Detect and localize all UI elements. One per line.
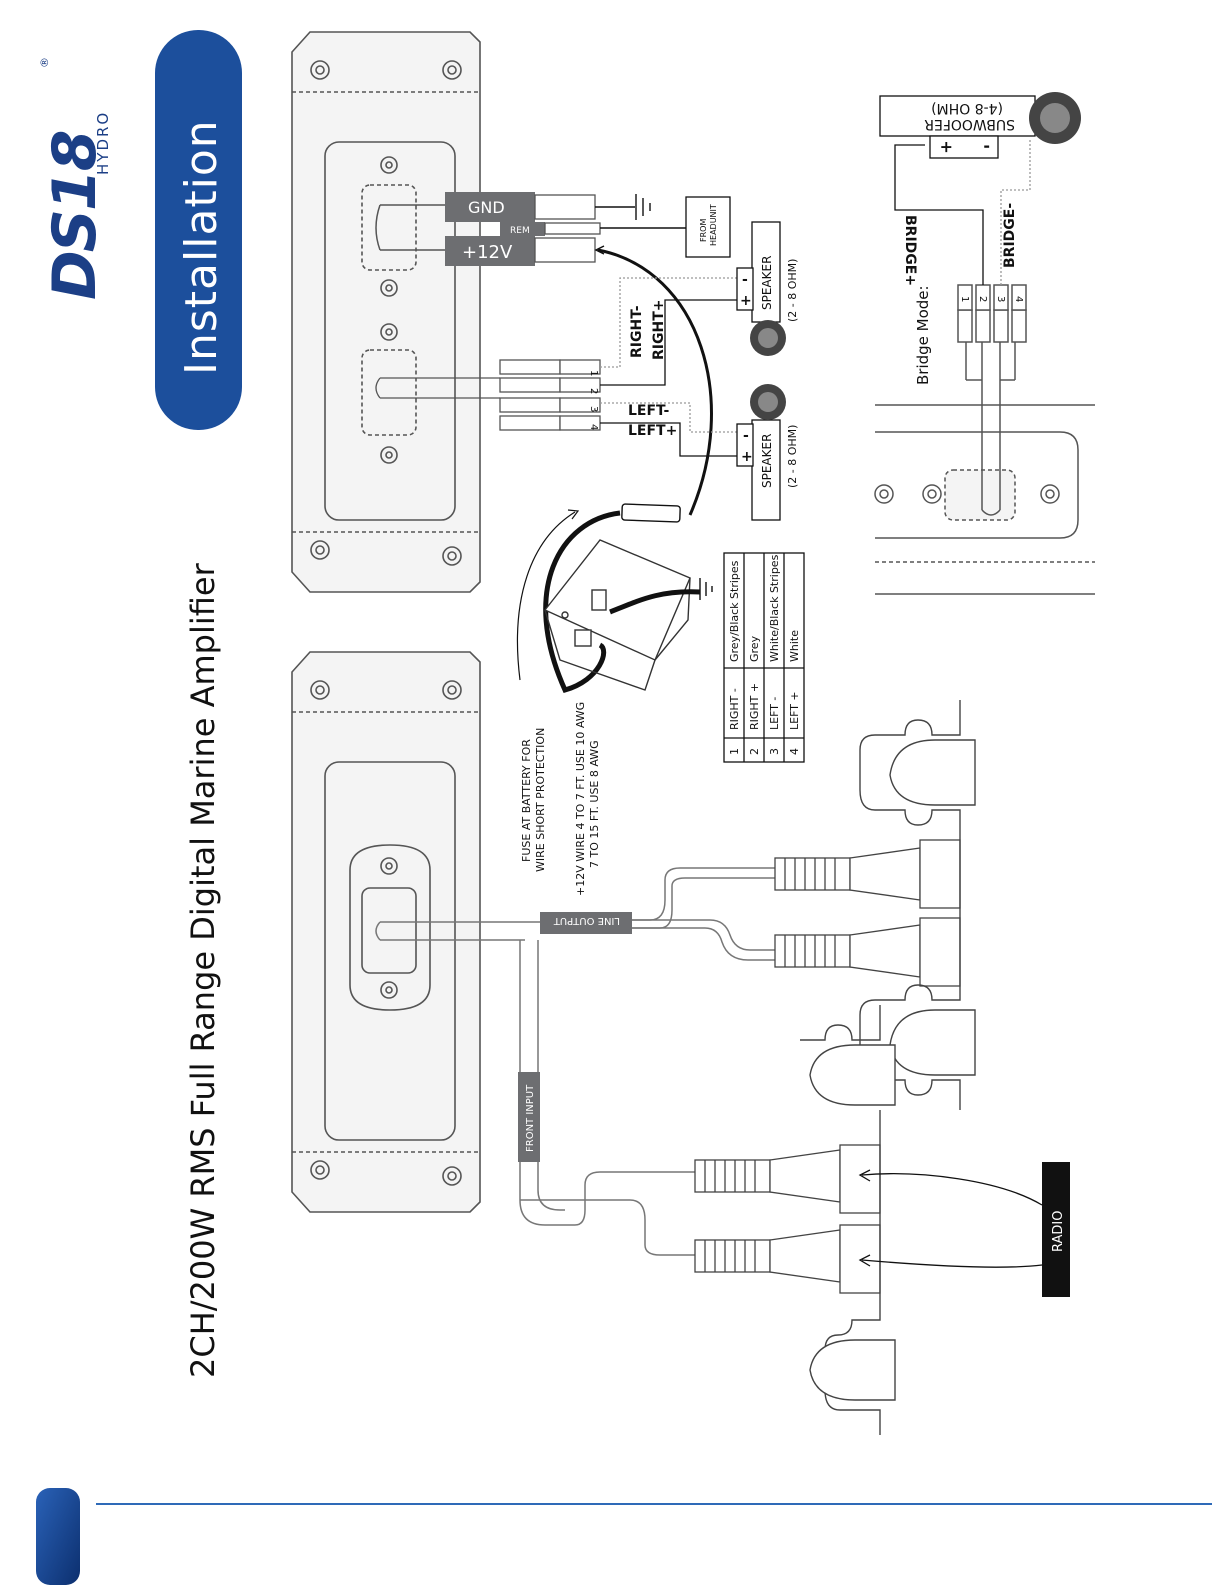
- rca-ribs: [704, 858, 836, 1272]
- left-speaker-ohm: (2 - 8 OHM): [786, 425, 799, 488]
- wire-note-1: +12V WIRE 4 TO 7 FT. USE 10 AWG: [574, 702, 587, 896]
- table-ch-2: RIGHT +: [748, 683, 761, 730]
- subwoofer-ohm: (4-8 OHM): [931, 100, 1003, 116]
- radio-box: [1042, 1162, 1070, 1297]
- amplifier-input-end: [291, 651, 481, 1213]
- amplifier-power-end: [291, 31, 481, 593]
- rem-terminal: [500, 222, 545, 236]
- headunit-box: [685, 196, 731, 258]
- subwoofer-plus: +: [940, 138, 953, 157]
- fuse-arrow: [516, 511, 576, 681]
- front-input-label-box: [518, 1072, 540, 1162]
- left-plus-label: LEFT+: [628, 423, 677, 439]
- bridge-terminal-2: 2: [977, 296, 988, 302]
- rca-jack-panel-upper: [859, 700, 976, 1110]
- battery: [543, 539, 691, 691]
- left-speaker-minus: -: [743, 428, 749, 444]
- logo-registered: ®: [38, 57, 51, 68]
- radio-arrows: [858, 1169, 1043, 1268]
- speaker-right: [736, 221, 786, 356]
- terminal-2: 2: [588, 388, 599, 394]
- table-ch-4: LEFT +: [788, 691, 801, 730]
- speaker-output-plugs: [375, 359, 601, 431]
- terminal-4: 4: [588, 424, 599, 430]
- bridge-terminal-1: 1: [959, 296, 970, 302]
- gnd-terminal: [445, 192, 535, 222]
- rem-label: REM: [510, 226, 530, 236]
- v12-terminal: [445, 236, 535, 266]
- rca-plugs: [694, 839, 961, 1294]
- table-color-2: Grey: [748, 635, 761, 662]
- bridge-terminal-4: 4: [1013, 296, 1024, 302]
- table-num-3: 3: [768, 748, 781, 755]
- ground-symbol-top: [595, 194, 651, 220]
- table-color-1: Grey/Black Stripes: [728, 560, 741, 662]
- from-headunit-2: HEADUNIT: [709, 204, 718, 246]
- battery-positive-wire: [597, 248, 713, 516]
- speaker-left: [736, 384, 786, 521]
- right-speaker-label: SPEAKER: [760, 256, 774, 310]
- product-title: 2CH/200W RMS Full Range Digital Marine A…: [184, 562, 222, 1378]
- wire-color-table: [723, 552, 805, 763]
- ds18-logo: DS18 HYDRO ®: [38, 57, 112, 300]
- table-color-3: White/Black Stripes: [768, 554, 781, 662]
- line-output-cable: [375, 867, 775, 1256]
- radio-label: RADIO: [1051, 1211, 1066, 1252]
- wire-note-2: 7 TO 15 FT. USE 8 AWG: [588, 740, 601, 868]
- section-title: Installation: [176, 119, 227, 375]
- left-minus-label: LEFT-: [628, 403, 670, 419]
- bridge-minus-label: BRIDGE-: [1002, 203, 1018, 268]
- bridge-terminal-3: 3: [995, 296, 1006, 302]
- from-headunit-1: FROM: [699, 219, 708, 242]
- right-speaker-minus: -: [742, 272, 748, 288]
- table-num-2: 2: [748, 748, 761, 755]
- fuse: [621, 503, 681, 523]
- fuse-note-2: WIRE SHORT PROTECTION: [534, 728, 547, 872]
- v12-label: +12V: [462, 242, 513, 263]
- table-num-4: 4: [788, 748, 801, 755]
- table-ch-3: LEFT -: [768, 697, 781, 730]
- line-output-label-box: [540, 912, 632, 934]
- gnd-label: GND: [468, 198, 505, 217]
- table-ch-1: RIGHT -: [728, 688, 741, 730]
- left-speaker-label: SPEAKER: [760, 434, 774, 488]
- front-input-label: FRONT INPUT: [525, 1084, 536, 1152]
- terminal-3: 3: [588, 406, 599, 412]
- subwoofer: [879, 92, 1081, 159]
- power-wires: [375, 204, 445, 251]
- bridge-amplifier: [874, 284, 1095, 595]
- ground-symbol-battery: [699, 578, 713, 600]
- right-plus-label: RIGHT+: [651, 300, 667, 360]
- rca-jack-panel-lower: [800, 1005, 896, 1435]
- table-color-4: White: [788, 630, 801, 662]
- fuse-note-1: FUSE AT BATTERY FOR: [520, 739, 533, 862]
- logo-text: DS18: [40, 131, 110, 300]
- bridge-wires: [894, 140, 1031, 285]
- bridge-mode-label: Bridge Mode:: [914, 285, 932, 385]
- page-tab: [36, 1488, 80, 1585]
- subwoofer-minus: -: [983, 138, 990, 157]
- logo-sub-text: HYDRO: [94, 111, 112, 175]
- bridge-plus-label: BRIDGE+: [902, 215, 918, 286]
- speaker-wires: [600, 277, 740, 457]
- subwoofer-label: SUBWOOFER: [924, 116, 1015, 132]
- section-pill: [155, 30, 242, 430]
- right-speaker-plus: +: [740, 293, 752, 309]
- right-minus-label: RIGHT-: [629, 305, 645, 358]
- terminal-1: 1: [588, 370, 599, 376]
- left-speaker-plus: +: [741, 449, 753, 465]
- line-output-label: LINE OUTPUT: [553, 915, 620, 926]
- right-speaker-ohm: (2 - 8 OHM): [786, 259, 799, 322]
- table-num-1: 1: [728, 748, 741, 755]
